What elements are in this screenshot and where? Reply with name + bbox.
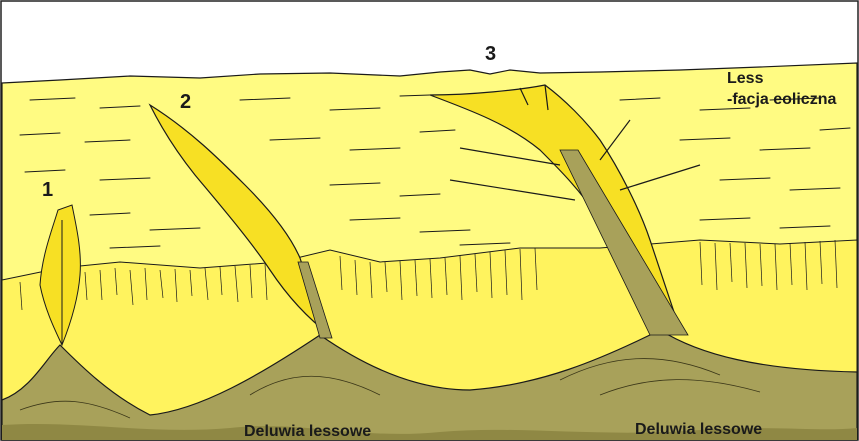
loess-label-line2: -facja eoliczna	[727, 91, 836, 108]
colluvium-label-right: Deluwia lessowe	[635, 421, 762, 438]
gully-3-label: 3	[485, 43, 496, 65]
loess-label-line1: Less	[727, 70, 764, 87]
gully-2-label: 2	[180, 91, 191, 113]
colluvium-label-left: Deluwia lessowe	[244, 423, 371, 440]
gully-1-label: 1	[42, 179, 53, 201]
